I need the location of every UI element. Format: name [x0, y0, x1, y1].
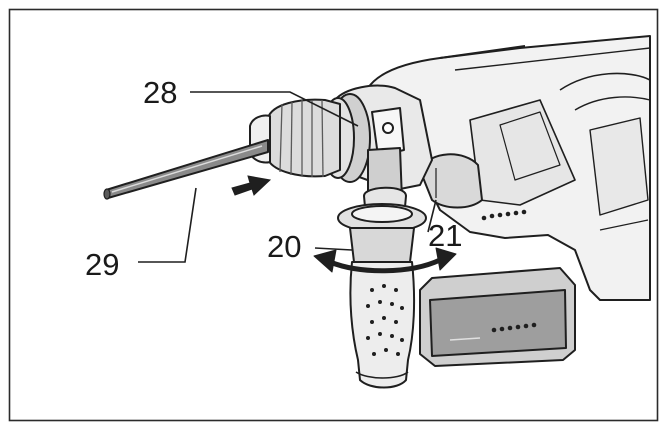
leader-line-28: [190, 91, 359, 127]
figure-frame: [8, 8, 659, 422]
leader-lines: [138, 91, 437, 263]
tool-body: [367, 35, 651, 301]
callout-29: 29: [85, 247, 119, 282]
insertion-arrow: [231, 175, 272, 196]
leader-line-29: [138, 187, 197, 263]
leader-line-20: [314, 247, 353, 251]
callout-28: 28: [143, 75, 177, 110]
chuck-assembly: [249, 84, 433, 227]
rotation-arrow: [313, 247, 457, 274]
battery-pack: [419, 267, 576, 367]
side-grip: [337, 203, 427, 389]
leader-line-21: [427, 199, 437, 233]
callout-21: 21: [428, 218, 462, 253]
callout-20: 20: [267, 229, 301, 264]
drill-bit: [103, 139, 269, 200]
